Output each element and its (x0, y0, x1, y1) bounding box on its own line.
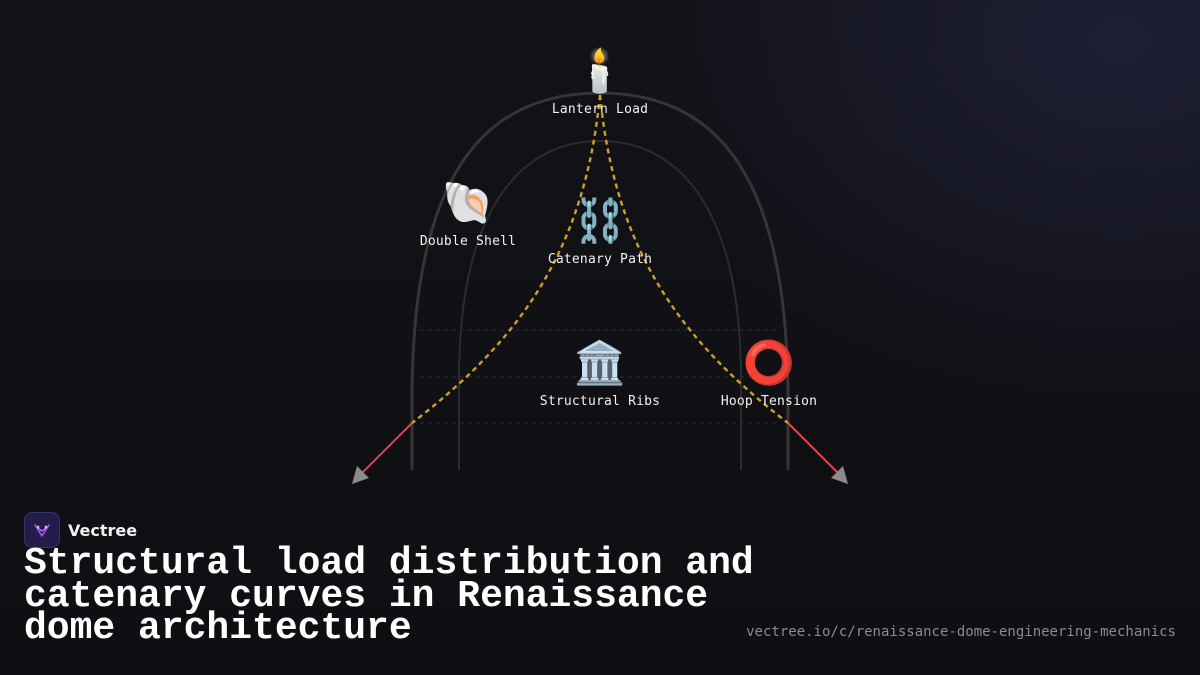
thrust-arrow-right (787, 422, 839, 474)
outer-dome-shell (410, 91, 790, 470)
catenary-curve-right (598, 94, 789, 424)
shell-icon: 🐚 (441, 178, 495, 227)
guide-lines (420, 329, 780, 424)
thrust-arrowhead-left (352, 466, 369, 484)
candle-icon: 🕯️ (573, 46, 627, 95)
node-double-shell: 🐚 Double Shell (420, 178, 516, 249)
catenary-curve-left (411, 94, 602, 424)
node-label: Hoop Tension (720, 394, 818, 409)
page-title: Structural load distribution and catenar… (24, 542, 754, 650)
thrust-arrow-left (361, 422, 413, 474)
brand-name: Vectree (68, 520, 138, 540)
classical-building-icon: 🏛️ (573, 338, 627, 387)
node-lantern-load: 🕯️ Lantern Load (552, 46, 648, 117)
brand: Vectree (24, 512, 137, 548)
chains-icon: ⛓️ (573, 196, 627, 245)
node-label: Double Shell (419, 234, 517, 249)
inner-dome-shell (458, 139, 742, 470)
source-url: vectree.io/c/renaissance-dome-engineerin… (746, 624, 1176, 640)
node-label: Catenary Path (547, 252, 653, 267)
vectree-logo-icon (24, 512, 60, 548)
node-catenary-path: ⛓️ Catenary Path (548, 196, 652, 267)
node-label: Structural Ribs (539, 394, 661, 409)
node-hoop-tension: ⭕ Hoop Tension (721, 338, 817, 409)
thrust-arrowhead-right (831, 466, 848, 484)
node-structural-ribs: 🏛️ Structural Ribs (540, 338, 660, 409)
hollow-red-circle-icon: ⭕ (742, 338, 796, 387)
node-label: Lantern Load (551, 102, 649, 117)
